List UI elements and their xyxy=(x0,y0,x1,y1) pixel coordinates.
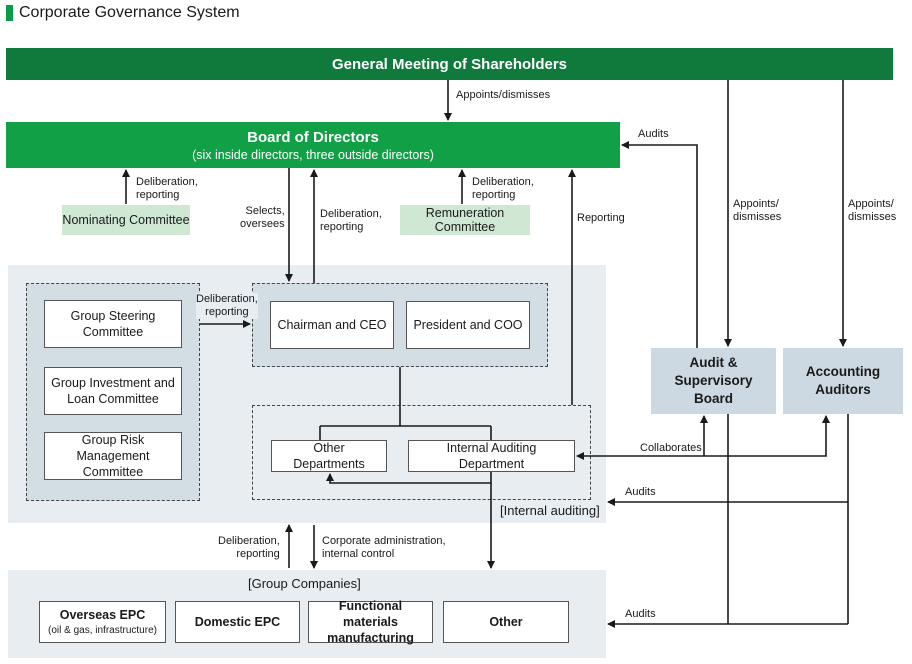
label-delib-board: Deliberation, reporting xyxy=(320,208,382,234)
internal-auditing-label: [Internal auditing] xyxy=(500,503,600,518)
label-audits-mid: Audits xyxy=(625,486,656,498)
other-departments-box: Other Departments xyxy=(271,440,387,472)
label-delib-remuneration: Deliberation, reporting xyxy=(472,176,534,202)
group-steering-committee-box: Group Steering Committee xyxy=(44,300,182,348)
group-risk-committee-box: Group Risk Management Committee xyxy=(44,432,182,480)
remuneration-committee-box: Remuneration Committee xyxy=(400,205,530,235)
label-corp-admin: Corporate administration, internal contr… xyxy=(322,535,446,561)
label-appoints: Appoints/dismisses xyxy=(456,89,551,101)
label-selects: Selects, oversees xyxy=(240,205,285,231)
label-audits-bottom: Audits xyxy=(625,608,656,620)
overseas-epc-box: Overseas EPC (oil & gas, infrastructure) xyxy=(39,601,166,643)
arrow-internal-audit-to-other xyxy=(326,472,492,484)
arrow-audit-board-audits-board xyxy=(621,141,698,348)
label-audits-top: Audits xyxy=(638,128,669,140)
accounting-auditors-box: Accounting Auditors xyxy=(783,348,903,414)
president-coo-box: President and COO xyxy=(406,301,530,349)
board-of-directors-box: Board of Directors (six inside directors… xyxy=(6,122,620,168)
label-collaborates: Collaborates xyxy=(640,442,702,454)
domestic-epc-box: Domestic EPC xyxy=(175,601,300,643)
label-delib-companies: Deliberation, reporting xyxy=(218,535,280,561)
group-companies-label: [Group Companies] xyxy=(248,576,361,591)
functional-materials-box: Functional materials manufacturing xyxy=(308,599,433,645)
label-delib-group: Deliberation, reporting xyxy=(196,293,258,320)
chairman-ceo-box: Chairman and CEO xyxy=(270,301,394,349)
label-appoints-audit: Appoints/ dismisses xyxy=(733,198,782,224)
internal-auditing-department-box: Internal Auditing Department xyxy=(408,440,575,472)
arrow-collab-to-accounting xyxy=(704,415,830,457)
label-delib-nominating: Deliberation, reporting xyxy=(136,176,198,202)
departments-group xyxy=(252,405,591,500)
label-reporting: Reporting xyxy=(577,212,625,224)
page-title: Corporate Governance System xyxy=(6,4,240,22)
label-appoints-accounting: Appoints/ dismisses xyxy=(848,198,897,224)
title-marker xyxy=(6,5,13,21)
other-companies-box: Other xyxy=(443,601,569,643)
general-meeting-box: General Meeting of Shareholders xyxy=(6,48,893,80)
audit-supervisory-board-box: Audit & Supervisory Board xyxy=(651,348,776,414)
nominating-committee-box: Nominating Committee xyxy=(62,205,190,235)
group-investment-committee-box: Group Investment and Loan Committee xyxy=(44,367,182,415)
